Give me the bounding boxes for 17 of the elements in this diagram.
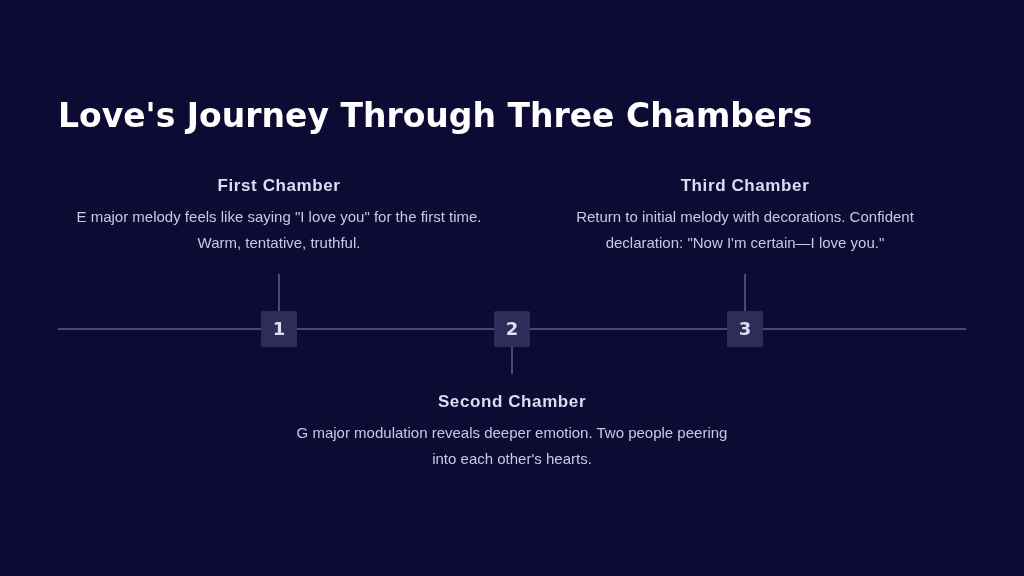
timeline-line: [529, 328, 728, 330]
stage-description: Return to initial melody with decorations. Confident declaration: "Now I'm certain—I love you.": [575, 207, 915, 253]
step-number: 1: [261, 311, 297, 347]
step-number: 3: [727, 311, 763, 347]
stage-heading: First Chamber: [217, 176, 341, 196]
connector-line: [511, 346, 513, 375]
stage-heading: Second Chamber: [437, 392, 587, 412]
stage-heading: Third Chamber: [680, 176, 810, 196]
timeline-line: [296, 328, 495, 330]
connector-line: [744, 273, 746, 312]
stage-description: G major modulation reveals deeper emotion. Two people peering into each other's hearts.: [295, 423, 729, 469]
connector-line: [278, 273, 280, 312]
diagram-title: Love's Journey Through Three Chambers: [58, 96, 813, 135]
timeline-line: [57, 328, 262, 330]
timeline-line: [762, 328, 967, 330]
stage-description: E major melody feels like saying "I love you" for the first time. Warm, tentative, truthful.: [75, 207, 483, 253]
step-number: 2: [494, 311, 530, 347]
